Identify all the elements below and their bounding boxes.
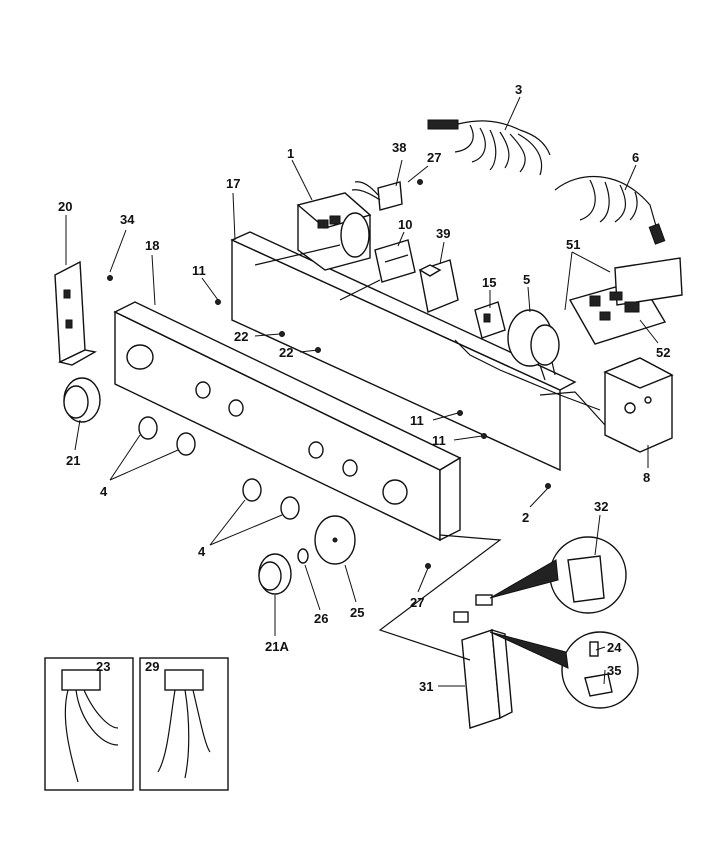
small-knobs-part-4 [138, 416, 300, 520]
callout-18: 18 [145, 238, 159, 253]
callout-6: 6 [632, 150, 639, 165]
callout-29: 29 [145, 659, 159, 674]
wire-harness-part-6 [554, 175, 666, 245]
dial-part-25 [314, 515, 356, 565]
switch-part-38 [351, 181, 403, 211]
callout-35: 35 [607, 663, 621, 678]
wire-routing [254, 244, 606, 661]
callout-4b: 4 [198, 544, 206, 559]
callout-22b: 22 [279, 345, 293, 360]
callout-17: 17 [226, 176, 240, 191]
callout-24: 24 [607, 640, 622, 655]
callout-23: 23 [96, 659, 110, 674]
front-control-panel [113, 301, 462, 542]
callout-25: 25 [350, 605, 364, 620]
switch-part-39 [418, 259, 459, 313]
callout-27a: 27 [427, 150, 441, 165]
callout-27b: 27 [410, 595, 424, 610]
connector-inset-29 [139, 657, 229, 791]
pressure-switch-part-5 [507, 309, 560, 381]
callout-31: 31 [419, 679, 433, 694]
callout-8: 8 [643, 470, 650, 485]
callout-21: 21 [66, 453, 80, 468]
knob-part-21 [63, 377, 101, 423]
callout-20: 20 [58, 199, 72, 214]
knob-part-21a [258, 553, 292, 595]
callout-26: 26 [314, 611, 328, 626]
leader-lines [65, 96, 659, 687]
callout-39: 39 [436, 226, 450, 241]
callout-38: 38 [392, 140, 406, 155]
callout-10: 10 [398, 217, 412, 232]
timer-part-1 [296, 192, 372, 271]
connector-inset-23 [44, 657, 134, 791]
fasteners [107, 179, 551, 569]
control-panel-backplate [230, 231, 577, 472]
callout-11c: 11 [432, 433, 446, 448]
detail-view-part-35 [489, 631, 639, 709]
circuit-board-part-52 [568, 257, 683, 345]
washer-part-26 [297, 548, 309, 564]
callout-51: 51 [566, 237, 580, 252]
callout-labels: 1 2 3 4 4 5 6 8 10 11 11 11 15 17 18 20 … [58, 82, 670, 694]
callout-21a: 21A [265, 639, 289, 654]
callout-2: 2 [522, 510, 529, 525]
callout-3: 3 [515, 82, 522, 97]
callout-22a: 22 [234, 329, 248, 344]
wire-harness-part-3 [427, 119, 551, 176]
callout-52: 52 [656, 345, 670, 360]
callout-4a: 4 [100, 484, 108, 499]
callout-34: 34 [120, 212, 135, 227]
switch-part-10 [374, 239, 416, 283]
callout-11b: 11 [410, 413, 424, 428]
selector-switch-part-8 [603, 357, 674, 453]
detail-view-part-32 [489, 536, 627, 614]
callout-11a: 11 [192, 263, 206, 278]
callout-5: 5 [523, 272, 530, 287]
callout-1: 1 [287, 146, 294, 161]
bracket-part-31 [453, 594, 513, 729]
callout-32: 32 [594, 499, 608, 514]
callout-15: 15 [482, 275, 496, 290]
bracket-part-20 [54, 260, 97, 366]
